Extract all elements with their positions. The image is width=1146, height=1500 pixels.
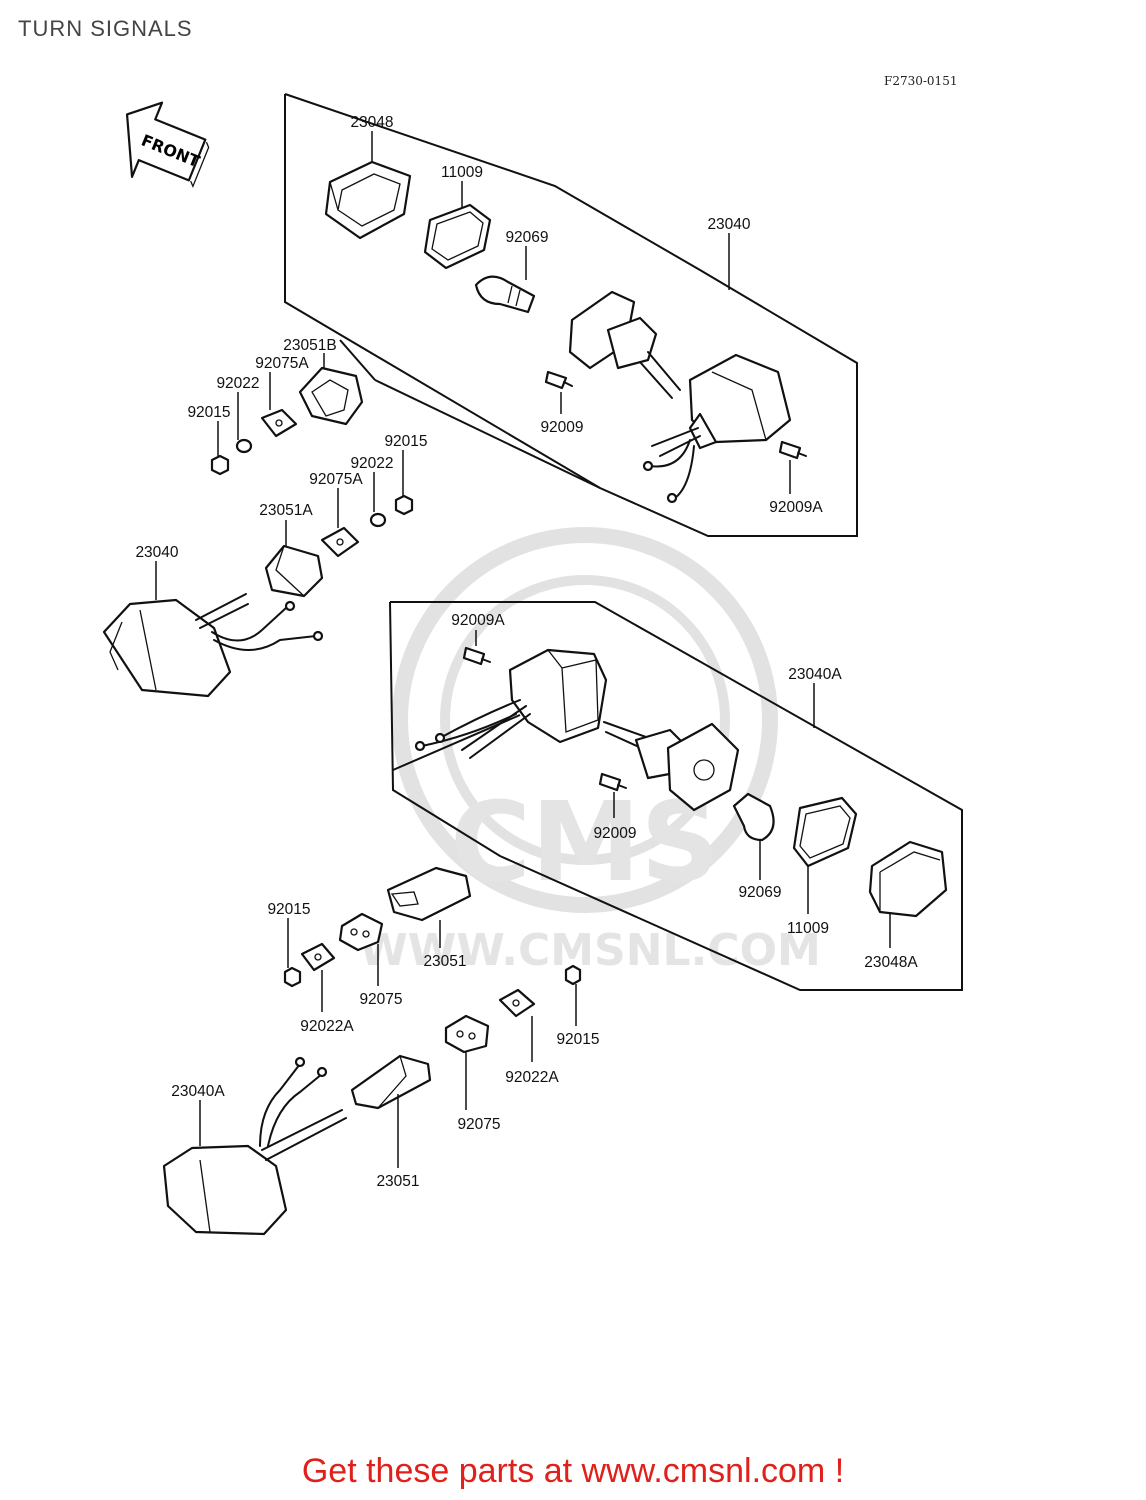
callout-92022-upper: 92022 — [216, 375, 259, 392]
callout-92009A-upper: 92009A — [769, 499, 823, 516]
callout-92075-mid: 92075 — [359, 991, 402, 1008]
parts-diagram: CMS WWW.CMSNL.COM FRONT — [102, 93, 963, 1236]
callout-23051-mid: 23051 — [423, 953, 466, 970]
nut-92015-upper-left — [210, 454, 230, 476]
callout-23048: 23048 — [350, 114, 393, 131]
callout-23040-left: 23040 — [135, 544, 178, 561]
holder-23051B — [298, 366, 364, 426]
callout-23040-upper: 23040 — [707, 216, 750, 233]
turn-signal-housing-23040-upper — [642, 353, 792, 504]
turn-signal-housing-23040A-lower — [414, 648, 608, 759]
callout-92022-mid: 92022 — [350, 455, 393, 472]
callout-92022A-right: 92022A — [505, 1069, 559, 1086]
callout-labels: 23048 11009 92069 23040 23051B 92075A 92… — [135, 114, 918, 1190]
assembly-frame-upper — [284, 93, 858, 537]
nut-92015-upper-right — [394, 494, 414, 516]
washer-92022-upper — [235, 438, 253, 454]
watermark-brand: CMS — [450, 778, 719, 906]
callout-23051B: 23051B — [283, 337, 336, 354]
callout-92022A-left: 92022A — [300, 1018, 354, 1035]
leader-lines — [155, 131, 891, 1168]
gasket-11009-lower — [792, 796, 858, 868]
plate-92075A-mid — [320, 526, 360, 558]
callout-92075A-mid: 92075A — [309, 471, 363, 488]
page-title: TURN SIGNALS — [18, 16, 193, 41]
grommet-92075-mid — [338, 912, 384, 952]
screw-92009A-lower — [462, 646, 491, 666]
callout-92075-lower: 92075 — [457, 1116, 500, 1133]
plate-92075A-upper — [260, 408, 298, 438]
plate-92022A-right — [498, 988, 536, 1018]
callout-23048A: 23048A — [864, 954, 918, 971]
callout-23040A-left: 23040A — [171, 1083, 225, 1100]
holder-23051A — [264, 544, 324, 598]
callout-23040A-lower: 23040A — [788, 666, 842, 683]
lamp-base-lower — [603, 721, 740, 812]
callout-92015-lower-right: 92015 — [556, 1031, 599, 1048]
assembly-frame-lower — [389, 601, 963, 991]
diagram-code: F2730-0151 — [884, 74, 958, 88]
bulb-92069 — [474, 275, 536, 314]
callout-92015-upper-left: 92015 — [187, 404, 230, 421]
callout-92015-upper-right: 92015 — [384, 433, 427, 450]
callout-92015-lower-left: 92015 — [267, 901, 310, 918]
washer-92022-mid — [369, 512, 387, 528]
screw-92009-upper — [544, 370, 573, 390]
callout-23051-lower: 23051 — [376, 1173, 419, 1190]
footer-link[interactable]: Get these parts at www.cmsnl.com ! — [301, 1452, 845, 1490]
front-arrow-icon: FRONT — [125, 101, 210, 189]
plate-92022A-left — [300, 942, 336, 972]
lens-23048A — [868, 840, 948, 918]
lamp-base-upper — [568, 290, 681, 399]
callout-11009-upper: 11009 — [441, 164, 483, 181]
callout-92069-lower: 92069 — [738, 884, 781, 901]
lens-23048 — [324, 160, 412, 240]
turn-signal-housing-23040A-left — [162, 1056, 347, 1236]
callout-92009-lower: 92009 — [593, 825, 636, 842]
screw-92009-lower — [598, 772, 627, 792]
callout-92009A-lower: 92009A — [451, 612, 505, 629]
callout-92075A-upper: 92075A — [255, 355, 309, 372]
gasket-11009 — [423, 203, 492, 270]
callout-92069-upper: 92069 — [505, 229, 548, 246]
callout-11009-lower: 11009 — [787, 920, 829, 937]
screw-92009A-upper — [778, 440, 807, 460]
bulb-92069-lower — [732, 792, 775, 842]
grommet-92075-lower — [444, 1014, 490, 1054]
holder-23051-mid — [386, 866, 472, 922]
callout-92009-upper: 92009 — [540, 419, 583, 436]
callout-23051A: 23051A — [259, 502, 313, 519]
turn-signal-housing-23040-left — [102, 593, 324, 698]
watermark-url: WWW.CMSNL.COM — [359, 925, 821, 976]
nut-92015-lower-right — [564, 964, 582, 986]
holder-23051-lower — [350, 1054, 432, 1110]
nut-92015-lower-left — [283, 966, 302, 988]
watermark: CMS WWW.CMSNL.COM — [359, 527, 821, 976]
